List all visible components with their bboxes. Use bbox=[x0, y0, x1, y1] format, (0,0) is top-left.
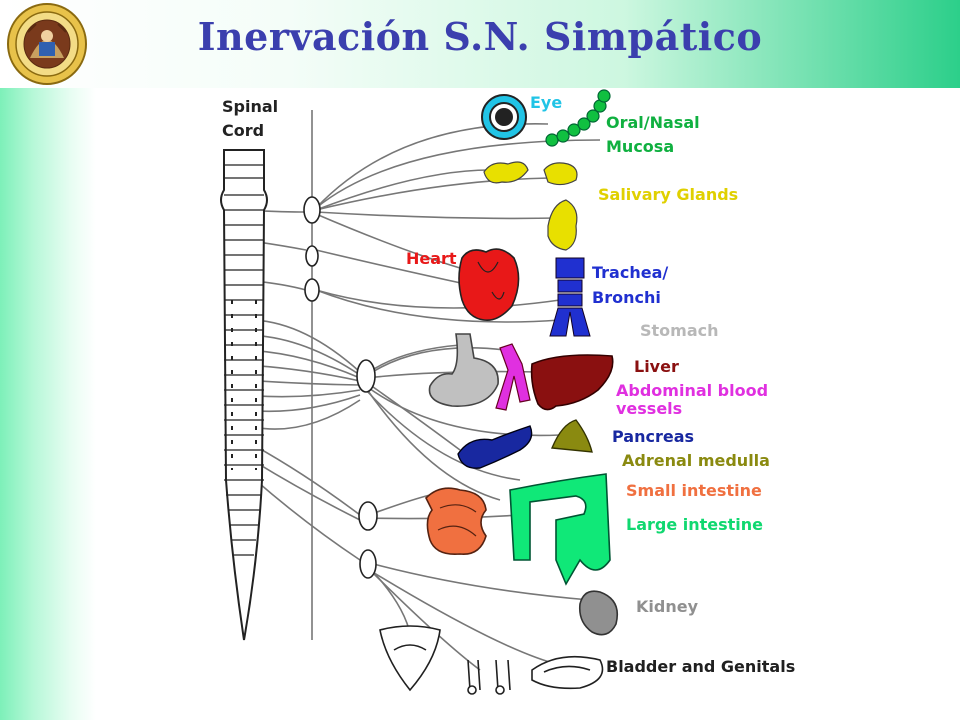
stomach-icon bbox=[428, 333, 499, 407]
spinal-cord-label-line2: Cord bbox=[222, 121, 264, 140]
oral-nasal-label-line2: Mucosa bbox=[606, 137, 674, 156]
decorative-sidebar bbox=[0, 88, 96, 720]
large-intestine-icon bbox=[509, 473, 611, 586]
trachea-label-line2: Bronchi bbox=[592, 288, 661, 307]
salivary-glands-icon bbox=[483, 161, 578, 251]
adrenal-label: Adrenal medulla bbox=[622, 451, 770, 470]
salivary-glands-label: Salivary Glands bbox=[598, 185, 738, 204]
spinal-cord bbox=[220, 149, 268, 641]
stellate-ganglion bbox=[304, 278, 320, 302]
trachea-bronchi-icon bbox=[549, 257, 591, 337]
kidney-icon bbox=[578, 590, 619, 636]
abdominal-label-line1: Abdominal blood bbox=[616, 381, 768, 400]
heart-icon bbox=[458, 248, 520, 322]
slide-header: Inervación S.N. Simpático bbox=[0, 0, 960, 88]
abdominal-blood-vessels-icon bbox=[495, 343, 531, 411]
kidney-label: Kidney bbox=[636, 597, 699, 616]
trachea-label-line1: Trachea/ bbox=[592, 263, 668, 282]
adrenal-medulla-icon bbox=[550, 419, 593, 453]
superior-cervical-ganglion bbox=[303, 196, 321, 224]
university-seal-icon bbox=[7, 3, 87, 85]
pancreas-label: Pancreas bbox=[612, 427, 694, 446]
diagram-canvas: Spinal Cord Eye Oral/Nasal Mucosa bbox=[220, 89, 795, 695]
celiac-ganglion bbox=[356, 359, 376, 393]
sympathetic-ganglia bbox=[303, 196, 378, 579]
eye-label: Eye bbox=[530, 93, 562, 112]
small-intestine-icon bbox=[425, 487, 487, 556]
inferior-mesenteric-ganglion bbox=[359, 549, 377, 579]
small-intestine-label: Small intestine bbox=[626, 481, 762, 500]
abdominal-label-line2: vessels bbox=[616, 399, 682, 418]
stomach-label: Stomach bbox=[640, 321, 719, 340]
pancreas-icon bbox=[457, 425, 533, 469]
large-intestine-label: Large intestine bbox=[626, 515, 763, 534]
liver-icon bbox=[530, 354, 614, 411]
bladder-genitals-icon bbox=[379, 625, 604, 695]
superior-mesenteric-ganglion bbox=[358, 501, 378, 531]
bladder-genitals-label: Bladder and Genitals bbox=[606, 657, 795, 676]
oral-nasal-mucosa-icon bbox=[545, 89, 611, 147]
liver-label: Liver bbox=[634, 357, 679, 376]
heart-label: Heart bbox=[406, 249, 457, 268]
spinal-cord-label-line1: Spinal bbox=[222, 97, 278, 116]
middle-cervical-ganglion bbox=[305, 245, 319, 267]
sympathetic-innervation-diagram: Spinal Cord Eye Oral/Nasal Mucosa bbox=[96, 88, 960, 720]
spinal-cord-segments bbox=[224, 164, 264, 556]
page-title: Inervación S.N. Simpático bbox=[197, 14, 763, 59]
oral-nasal-label-line1: Oral/Nasal bbox=[606, 113, 700, 132]
eye-icon bbox=[481, 94, 527, 140]
